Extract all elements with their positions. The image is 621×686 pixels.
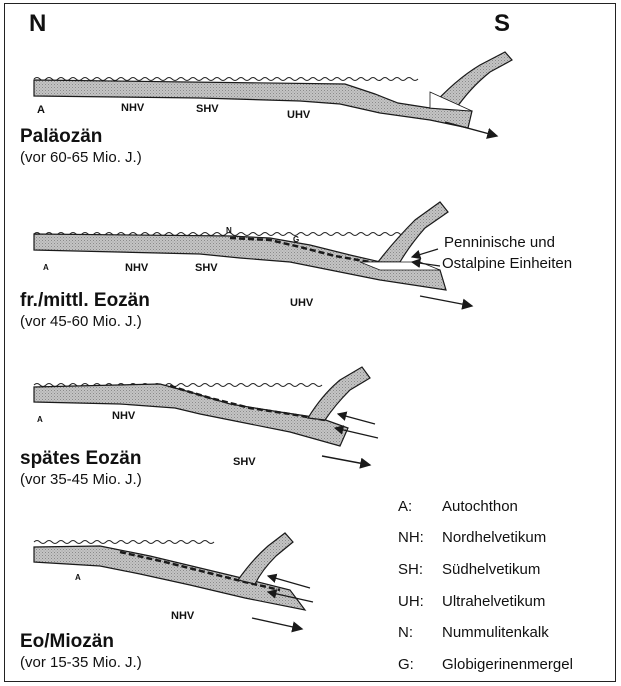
legend-item-suedhelvetikum: SH:Südhelvetikum bbox=[398, 561, 540, 578]
stage-3-unit-shv: SHV bbox=[233, 456, 256, 468]
stage-1-unit-a: A bbox=[37, 104, 45, 116]
stage-3-title: spätes Eozän bbox=[20, 448, 141, 470]
stage-2-unit-shv: SHV bbox=[195, 262, 218, 274]
stage-1-sea-surface bbox=[34, 78, 418, 81]
stage-1-unit-uhv: UHV bbox=[287, 109, 310, 121]
stage-1-title: Paläozän bbox=[20, 126, 102, 148]
annotation-line-1: Penninische und bbox=[444, 233, 555, 253]
stage-4-date: (vor 15-35 Mio. J.) bbox=[20, 654, 142, 671]
legend-item-ultrahelvetikum: UH:Ultrahelvetikum bbox=[398, 593, 545, 610]
stage-2-date: (vor 45-60 Mio. J.) bbox=[20, 313, 142, 330]
stage-2-upper-plate bbox=[378, 202, 448, 262]
legend-item-nordhelvetikum: NH:Nordhelvetikum bbox=[398, 529, 546, 546]
legend-item-globigerinenmergel: G:Globigerinenmergel bbox=[398, 656, 573, 673]
stage-2-motion-arrow bbox=[420, 296, 472, 306]
stage-2-unit-g: G bbox=[293, 235, 299, 244]
stage-3-unit-a: A bbox=[37, 415, 43, 424]
stage-1-section bbox=[34, 52, 512, 136]
legend-label: Nordhelvetikum bbox=[442, 529, 546, 546]
stage-3-unit-nhv: NHV bbox=[112, 410, 135, 422]
legend-label: Ultrahelvetikum bbox=[442, 593, 545, 610]
north-label: N bbox=[29, 10, 46, 38]
legend-abbr: N: bbox=[398, 624, 442, 641]
stage-4-motion-arrow bbox=[252, 618, 302, 629]
legend-abbr: A: bbox=[398, 498, 442, 515]
legend-label: Südhelvetikum bbox=[442, 561, 540, 578]
legend-item-nummulitenkalk: N:Nummulitenkalk bbox=[398, 624, 549, 641]
stage-3-date: (vor 35-45 Mio. J.) bbox=[20, 471, 142, 488]
stage-2-unit-n: N bbox=[226, 226, 232, 235]
legend-abbr: G: bbox=[398, 656, 442, 673]
stage-3-motion-arrow bbox=[322, 456, 370, 465]
legend-label: Autochthon bbox=[442, 498, 518, 515]
stage-2-unit-uhv: UHV bbox=[290, 297, 313, 309]
legend-label: Nummulitenkalk bbox=[442, 624, 549, 641]
stage-4-unit-nhv: NHV bbox=[171, 610, 194, 622]
stage-4-sea-surface bbox=[34, 541, 214, 544]
stage-2-annotation-arrow-1 bbox=[412, 249, 438, 257]
stage-1-unit-nhv: NHV bbox=[121, 102, 144, 114]
legend-abbr: NH: bbox=[398, 529, 442, 546]
legend-item-autochthon: A:Autochthon bbox=[398, 498, 518, 515]
stage-1-date: (vor 60-65 Mio. J.) bbox=[20, 149, 142, 166]
stage-3-push-arrow-1 bbox=[338, 414, 375, 424]
legend-abbr: UH: bbox=[398, 593, 442, 610]
stage-4-upper-plate bbox=[238, 533, 293, 584]
legend-label: Globigerinenmergel bbox=[442, 656, 573, 673]
stage-3-upper-plate bbox=[308, 367, 370, 420]
stage-4-unit-a: A bbox=[75, 573, 81, 582]
stage-2-unit-nhv: NHV bbox=[125, 262, 148, 274]
annotation-line-2: Ostalpine Einheiten bbox=[442, 254, 572, 274]
stage-1-motion-arrow bbox=[445, 122, 497, 136]
stage-1-platform bbox=[34, 80, 472, 128]
legend-abbr: SH: bbox=[398, 561, 442, 578]
stage-2-title: fr./mittl. Eozän bbox=[20, 290, 150, 312]
south-label: S bbox=[494, 10, 510, 38]
stage-4-title: Eo/Miozän bbox=[20, 631, 114, 653]
stage-2-unit-a: A bbox=[43, 263, 49, 272]
stage-1-unit-shv: SHV bbox=[196, 103, 219, 115]
